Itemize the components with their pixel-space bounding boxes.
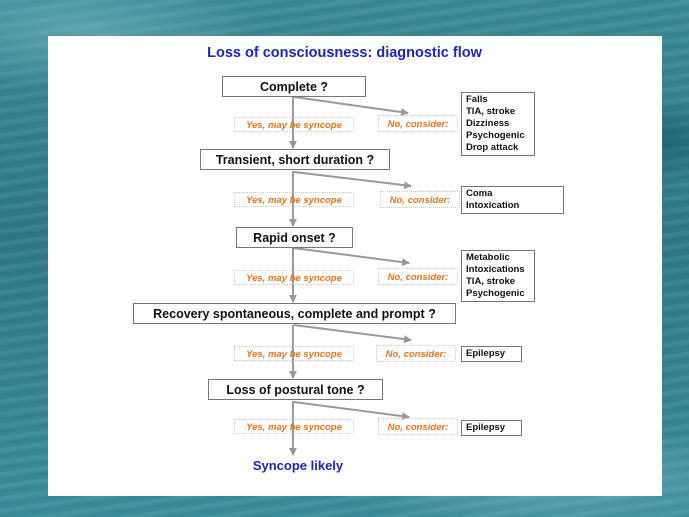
conclusion-text: Syncope likely [252,458,344,473]
consider-item: Epilepsy [466,422,506,433]
no-arrow-1 [293,96,409,116]
question-recovery: Recovery spontaneous, complete and promp… [133,303,456,324]
consider-box-1: Falls TIA, stroke Dizziness Psychogenic … [461,92,535,156]
no-arrow-5 [293,401,410,421]
consider-box-3: Metabolic Intoxications TIA, stroke Psyc… [461,250,535,302]
yes-label-2: Yes, may be syncope [234,192,354,207]
no-label-4: No, consider: [376,345,456,362]
consider-box-4: Epilepsy [461,346,522,362]
no-label-3: No, consider: [378,268,458,285]
question-transient: Transient, short duration ? [200,149,390,170]
yes-label-5: Yes, may be syncope [234,419,354,434]
consider-box-5: Epilepsy [461,420,522,436]
no-arrow-3 [293,247,410,267]
yes-label-3: Yes, may be syncope [234,270,354,285]
consider-item: Intoxications [466,264,525,275]
yes-label-4: Yes, may be syncope [234,346,354,361]
yes-label-1: Yes, may be syncope [234,117,354,132]
consider-item: Psychogenic [466,288,525,299]
question-complete: Complete ? [222,76,366,97]
consider-box-2: Coma Intoxication [461,186,564,214]
consider-item: Intoxication [466,200,520,211]
slide-panel [48,36,662,496]
diagram-title: Loss of consciousness: diagnostic flow [207,45,482,61]
consider-item: Psychogenic [466,130,525,141]
consider-item: Metabolic [466,252,510,263]
consider-item: TIA, stroke [466,106,516,117]
no-arrow-2 [293,171,412,190]
consider-item: TIA, stroke [466,276,516,287]
consider-item: Coma [466,188,493,199]
question-postural-tone: Loss of postural tone ? [208,379,383,400]
consider-item: Epilepsy [466,348,506,359]
no-label-2: No, consider: [380,191,460,208]
no-label-1: No, consider: [378,115,458,132]
consider-item: Drop attack [466,142,519,153]
no-label-5: No, consider: [378,418,458,435]
consider-item: Falls [466,94,488,105]
no-arrow-4 [293,324,412,344]
question-rapid-onset: Rapid onset ? [236,227,353,248]
consider-item: Dizziness [466,118,510,129]
